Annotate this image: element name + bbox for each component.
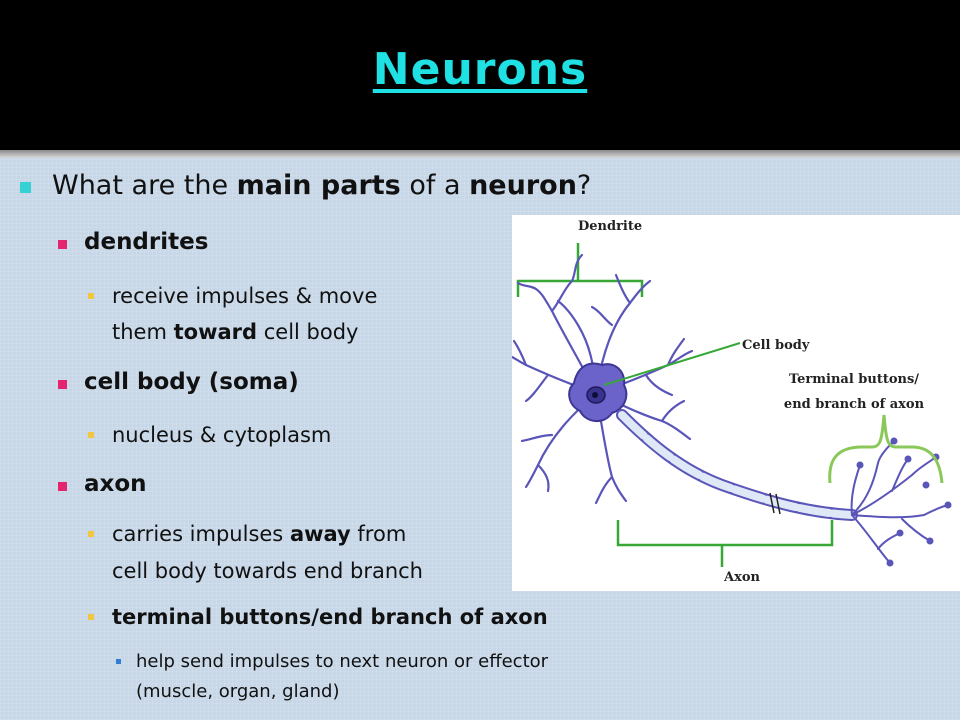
terminal-line-2: (muscle, organ, gland): [136, 681, 340, 702]
bullet-l4-icon: [116, 659, 121, 664]
cell-body-heading: cell body (soma): [84, 369, 299, 395]
dendrites-line-1: receive impulses & move: [112, 284, 378, 308]
cell-body-detail: nucleus & cytoplasm: [112, 423, 332, 447]
dendrites-text: them: [112, 320, 174, 344]
axon-label: Axon: [723, 570, 761, 585]
cell-body-label: Cell body: [742, 338, 810, 353]
axon-heading: axon: [84, 471, 147, 497]
axon-line-2: cell body towards end branch: [112, 559, 423, 583]
bullet-l2-icon: [58, 482, 67, 491]
cell-body-pointer: [603, 342, 741, 386]
question-line: What are the main parts of a neuron?: [52, 170, 591, 201]
question-emphasis-neuron: neuron: [469, 170, 577, 201]
title-bar: [0, 0, 960, 150]
axon-bracket: [616, 520, 834, 567]
bullet-l2-icon: [58, 380, 67, 389]
terminal-buttons-icon: [856, 437, 952, 567]
dendrites-text-end: cell body: [257, 320, 359, 344]
question-text-mid: of a: [400, 170, 470, 201]
question-mark: ?: [576, 170, 592, 201]
terminal-heading: terminal buttons/end branch of axon: [112, 605, 548, 629]
neuron-illustration: Dendrite Cell body: [510, 219, 952, 585]
question-text: What are the: [52, 170, 237, 201]
dendrites-heading: dendrites: [84, 229, 209, 255]
dendrite-label: Dendrite: [578, 219, 642, 234]
nucleolus-shape: [592, 392, 598, 398]
terminal-label-line-2: end branch of axon: [784, 397, 925, 412]
axon-text: carries impulses: [112, 522, 290, 546]
dendrites-line-2: them toward cell body: [112, 316, 358, 348]
terminal-bracket: [828, 414, 944, 484]
terminal-label-line-1: Terminal buttons/: [789, 372, 919, 387]
axon-shape: [616, 409, 858, 521]
bullet-l2-icon: [58, 240, 67, 249]
slide-title: Neurons: [372, 44, 588, 95]
bullet-l3-icon: [88, 432, 94, 438]
bullet-l3-icon: [88, 293, 94, 299]
axon-line-1: carries impulses away from: [112, 518, 406, 550]
neuron-diagram: Dendrite Cell body: [510, 215, 960, 591]
dendrites-emphasis-toward: toward: [173, 320, 258, 344]
question-emphasis-parts: main parts: [236, 170, 401, 201]
bullet-l1-icon: [20, 182, 31, 193]
terminal-line-1: help send impulses to next neuron or eff…: [136, 651, 549, 672]
bullet-l3-icon: [88, 614, 94, 620]
axon-emphasis-away: away: [289, 522, 351, 546]
title-divider: [0, 150, 960, 158]
bullet-l3-icon: [88, 531, 94, 537]
axon-text-end: from: [350, 522, 407, 546]
